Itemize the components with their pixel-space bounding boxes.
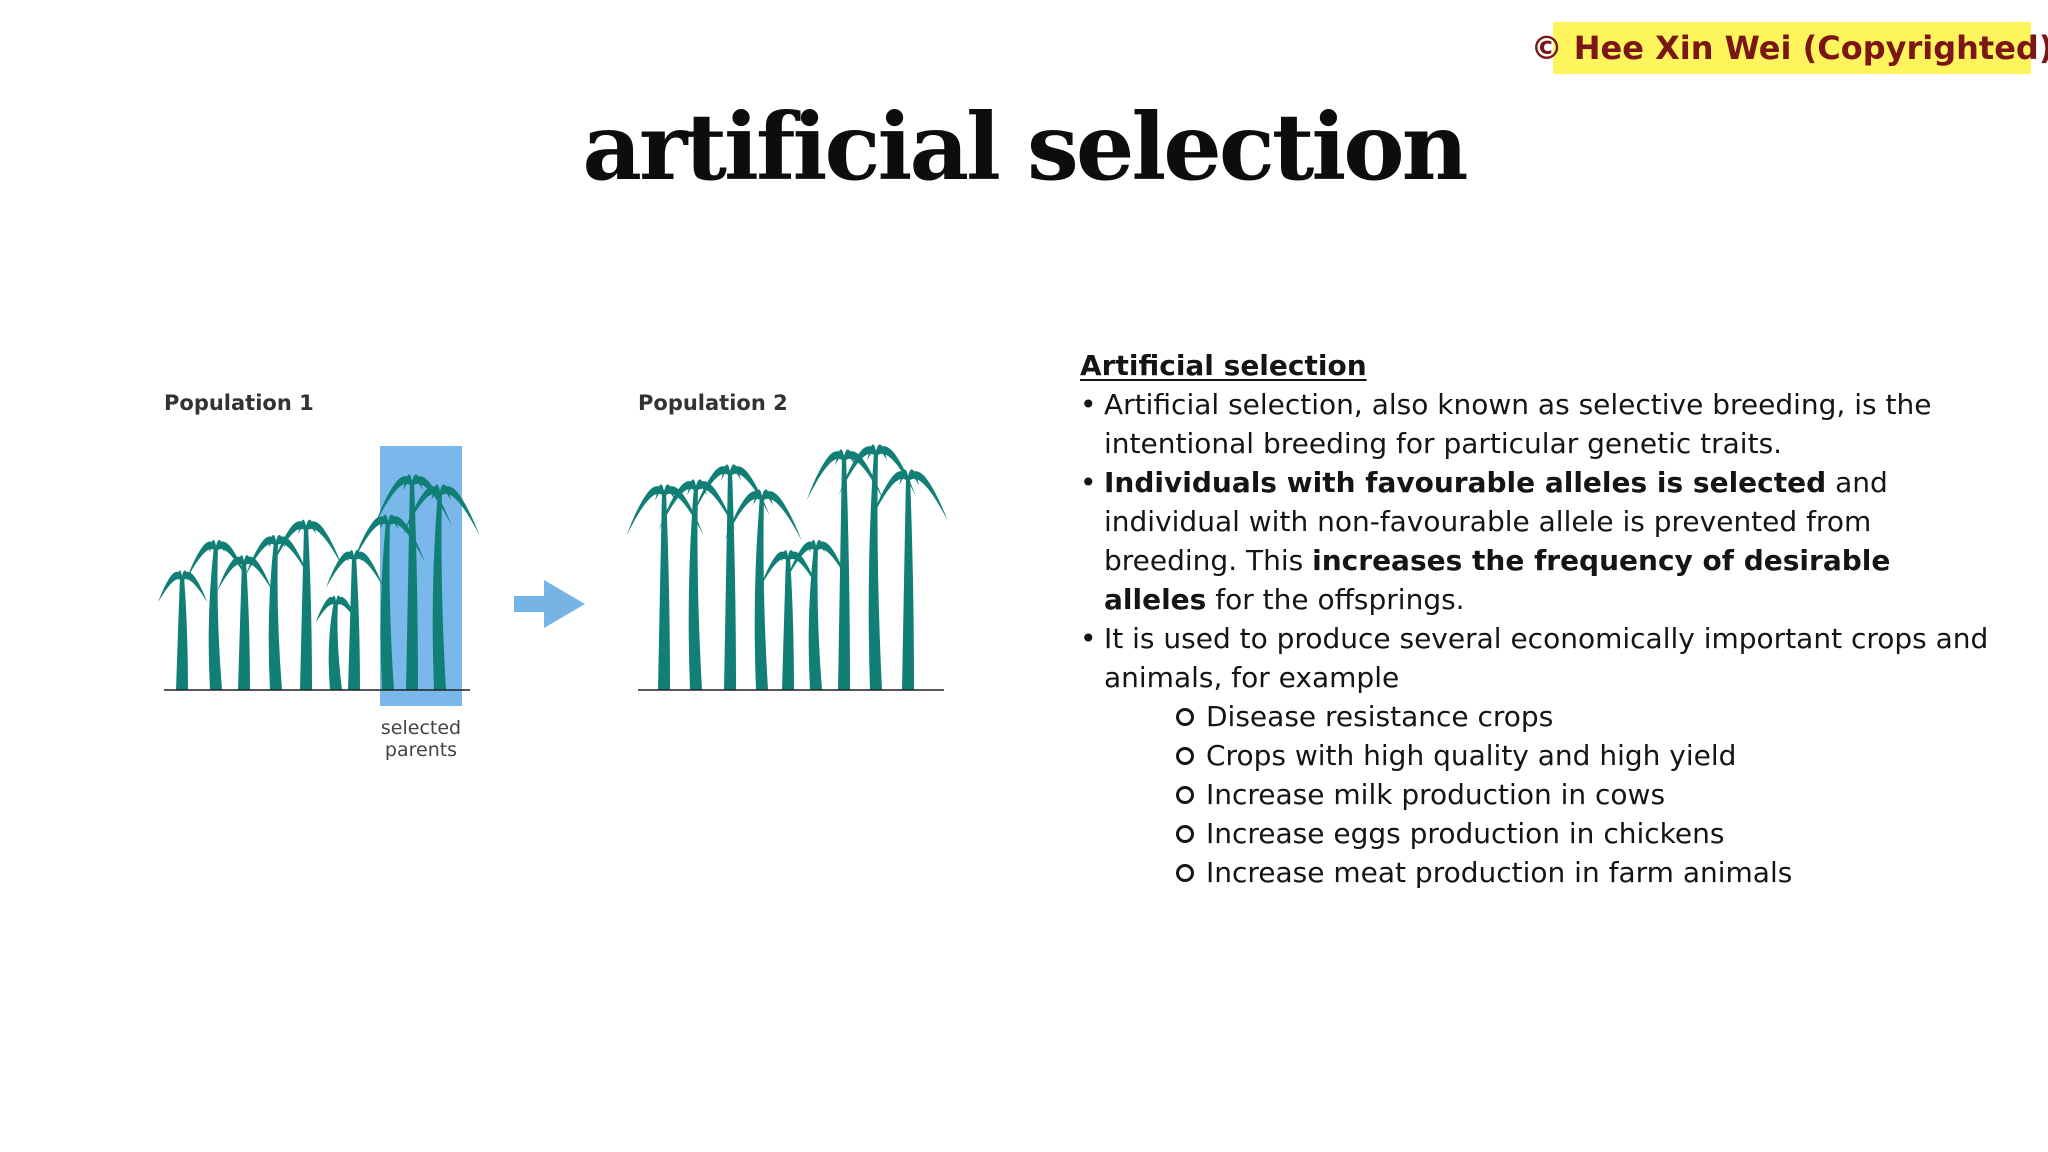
- plant-0: [158, 570, 208, 690]
- selected-parents-label-line1: selected: [381, 717, 461, 739]
- circle-bullet-icon: [1176, 785, 1194, 804]
- bullet-list: Artificial selection, also known as sele…: [1080, 385, 2000, 892]
- bullet-selection-text-2: for the offsprings.: [1206, 583, 1465, 616]
- plant-102: [692, 464, 770, 690]
- population-2-label: Population 2: [638, 391, 788, 415]
- examples-list: Disease resistance crops Crops with high…: [1104, 697, 2000, 892]
- example-item: Crops with high quality and high yield: [1176, 736, 2000, 775]
- content-heading: Artificial selection: [1080, 349, 1367, 382]
- example-text: Disease resistance crops: [1206, 700, 1554, 733]
- bullet-selection: Individuals with favourable alleles is s…: [1080, 463, 2000, 619]
- example-text: Increase eggs production in chickens: [1206, 817, 1725, 850]
- circle-bullet-icon: [1176, 824, 1194, 843]
- plant-6: [326, 550, 384, 690]
- plant-105: [786, 539, 848, 690]
- plant-4: [272, 519, 342, 690]
- bullet-selection-bold-2: increases the frequency of desirable all…: [1104, 544, 1891, 616]
- plant-9: [402, 484, 480, 690]
- plant-1: [186, 539, 248, 690]
- copyright-badge: © Hee Xin Wei (Copyrighted): [1531, 22, 2048, 74]
- plant-107: [838, 444, 916, 690]
- bullet-uses: It is used to produce several economical…: [1080, 619, 2000, 892]
- plant-101: [658, 479, 736, 690]
- plant-104: [760, 550, 818, 690]
- circle-bullet-icon: [1176, 863, 1194, 882]
- bullet-definition-text: Artificial selection, also known as sele…: [1104, 388, 1932, 460]
- example-text: Increase milk production in cows: [1206, 778, 1666, 811]
- selection-diagram: Population 1 Population 2 selected paren…: [158, 391, 948, 761]
- example-text: Crops with high quality and high yield: [1206, 739, 1737, 772]
- circle-bullet-icon: [1176, 746, 1194, 765]
- text-content: Artificial selection Artificial selectio…: [1080, 346, 2000, 892]
- example-item: Increase meat production in farm animals: [1176, 853, 2000, 892]
- plant-108: [870, 469, 948, 690]
- plant-2: [217, 555, 273, 690]
- plant-5: [315, 595, 358, 690]
- selection-figure: Population 1 Population 2 selected paren…: [130, 380, 970, 780]
- circle-bullet-icon: [1176, 707, 1194, 726]
- slide-title: artificial selection: [582, 93, 1468, 201]
- plant-3: [245, 534, 309, 690]
- example-item: Increase milk production in cows: [1176, 775, 2000, 814]
- selected-parents-label-line2: parents: [385, 739, 457, 761]
- example-item: Disease resistance crops: [1176, 697, 2000, 736]
- bullet-uses-text: It is used to produce several economical…: [1104, 622, 1989, 694]
- bullet-selection-text-1: and individual with non-favourable allel…: [1104, 466, 1888, 577]
- bullet-definition: Artificial selection, also known as sele…: [1080, 385, 2000, 463]
- example-text: Increase meat production in farm animals: [1206, 856, 1793, 889]
- population-1-plants: [158, 474, 480, 690]
- arrow-right-icon: [514, 580, 585, 628]
- bullet-selection-bold-1: Individuals with favourable alleles is s…: [1104, 466, 1827, 499]
- population-1-label: Population 1: [164, 391, 314, 415]
- example-item: Increase eggs production in chickens: [1176, 814, 2000, 853]
- population-2-plants: [626, 444, 948, 690]
- plant-103: [724, 489, 802, 690]
